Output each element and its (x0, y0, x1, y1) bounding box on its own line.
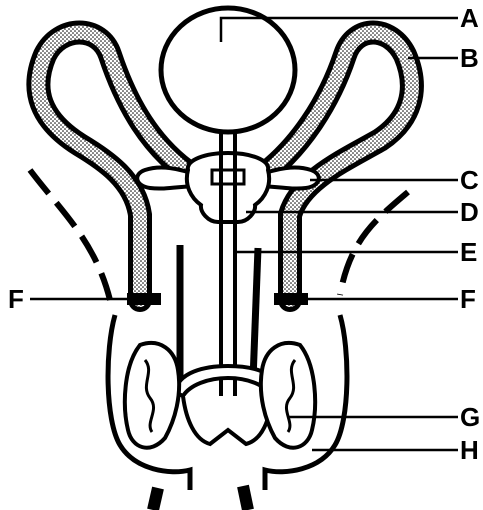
label-C: C (460, 165, 479, 195)
skin-outline-right (340, 192, 408, 295)
label-A: A (460, 3, 479, 33)
label-B: B (460, 43, 479, 73)
label-H: H (460, 435, 479, 465)
testis-right (261, 343, 315, 448)
bladder (161, 8, 295, 132)
label-E: E (460, 237, 477, 267)
testis-left (125, 343, 179, 448)
label-D: D (460, 197, 479, 227)
label-F-left: F (8, 284, 24, 314)
skin-outline-left (30, 170, 110, 300)
ligation-right (274, 293, 308, 305)
label-F-right: F (460, 284, 476, 314)
label-G: G (460, 402, 480, 432)
ligation-left (127, 293, 161, 305)
